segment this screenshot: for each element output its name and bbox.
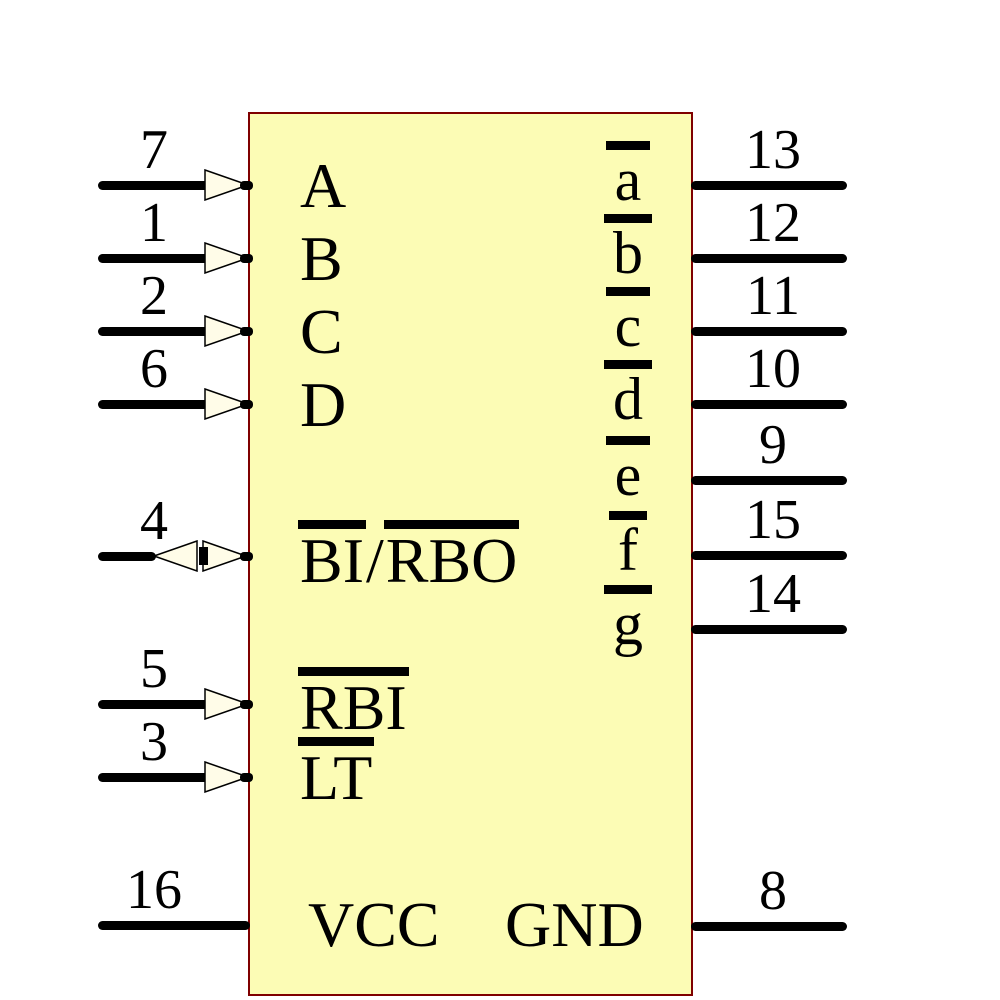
ic-body[interactable] [248, 112, 693, 996]
pin-number-7: 7 [140, 119, 168, 181]
pin-wire-1[interactable] [98, 254, 214, 263]
overline-label: c [605, 287, 651, 356]
overline-label: d [604, 360, 652, 429]
pin-label-d: d [594, 360, 662, 429]
pin-wire-15[interactable] [691, 551, 847, 560]
overline-label: f [609, 511, 647, 580]
pin-label-b: b [594, 214, 662, 283]
pin-label-LT: LT [298, 737, 375, 810]
input-arrow-icon [204, 688, 250, 720]
pin-wire-7[interactable] [98, 181, 214, 190]
pin-label-BI-RBO: BI/RBO [298, 520, 520, 596]
pin-wire-10[interactable] [691, 400, 847, 409]
pin-label-a: a [594, 141, 662, 210]
pin-label-g: g [594, 585, 662, 654]
pin-tip-2 [240, 327, 253, 336]
pin-junction-4 [199, 547, 208, 565]
pin-number-11: 11 [746, 265, 800, 327]
pin-label-f: f [594, 511, 662, 580]
pin-number-10: 10 [745, 338, 801, 400]
pin-number-16: 16 [126, 859, 182, 921]
pin-tip-3 [240, 773, 253, 782]
label-separator: / [366, 525, 384, 596]
pin-wire-12[interactable] [691, 254, 847, 263]
overline-label: RBO [383, 520, 520, 593]
pin-wire-5[interactable] [98, 700, 214, 709]
overline-label: LT [298, 737, 375, 810]
bidirectional-arrow-left-icon [152, 540, 198, 572]
pin-wire-4[interactable] [98, 552, 156, 561]
pin-number-14: 14 [745, 563, 801, 625]
pin-number-8: 8 [759, 860, 787, 922]
pin-tip-7 [240, 181, 253, 190]
pin-wire-14[interactable] [691, 625, 847, 634]
pin-wire-6[interactable] [98, 400, 214, 409]
input-arrow-icon [204, 388, 250, 420]
pin-number-2: 2 [140, 265, 168, 327]
pin-number-4: 4 [140, 490, 168, 552]
input-arrow-icon [204, 761, 250, 793]
pin-tip-5 [240, 700, 253, 709]
pin-number-15: 15 [745, 489, 801, 551]
pin-wire-9[interactable] [691, 476, 847, 485]
pin-label-D: D [300, 369, 347, 440]
pin-label-e: e [594, 436, 662, 505]
pin-label-B: B [300, 223, 343, 294]
pin-tip-4 [240, 552, 253, 561]
pin-label-c: c [594, 287, 662, 356]
pin-wire-3[interactable] [98, 773, 214, 782]
pin-number-9: 9 [759, 414, 787, 476]
overline-label: g [604, 585, 652, 654]
overline-label: BI [298, 520, 366, 593]
input-arrow-icon [204, 242, 250, 274]
pin-wire-11[interactable] [691, 327, 847, 336]
pin-tip-1 [240, 254, 253, 263]
overline-label: a [605, 141, 651, 210]
input-arrow-icon [204, 169, 250, 201]
pin-number-6: 6 [140, 338, 168, 400]
pin-label-GND: GND [505, 889, 644, 960]
overline-label: RBI [298, 667, 409, 740]
pin-number-13: 13 [745, 119, 801, 181]
pin-tip-6 [240, 400, 253, 409]
pin-wire-16[interactable] [98, 921, 250, 930]
pin-number-5: 5 [140, 638, 168, 700]
pin-wire-8[interactable] [691, 922, 847, 931]
input-arrow-icon [204, 315, 250, 347]
pin-number-1: 1 [140, 192, 168, 254]
pin-number-12: 12 [745, 192, 801, 254]
overline-label: b [604, 214, 652, 283]
overline-label: e [605, 436, 651, 505]
pin-wire-13[interactable] [691, 181, 847, 190]
pin-label-VCC: VCC [308, 889, 440, 960]
pin-wire-2[interactable] [98, 327, 214, 336]
pin-label-A: A [300, 150, 347, 221]
pin-label-RBI: RBI [298, 667, 409, 740]
pin-label-C: C [300, 296, 343, 367]
pin-number-3: 3 [140, 711, 168, 773]
